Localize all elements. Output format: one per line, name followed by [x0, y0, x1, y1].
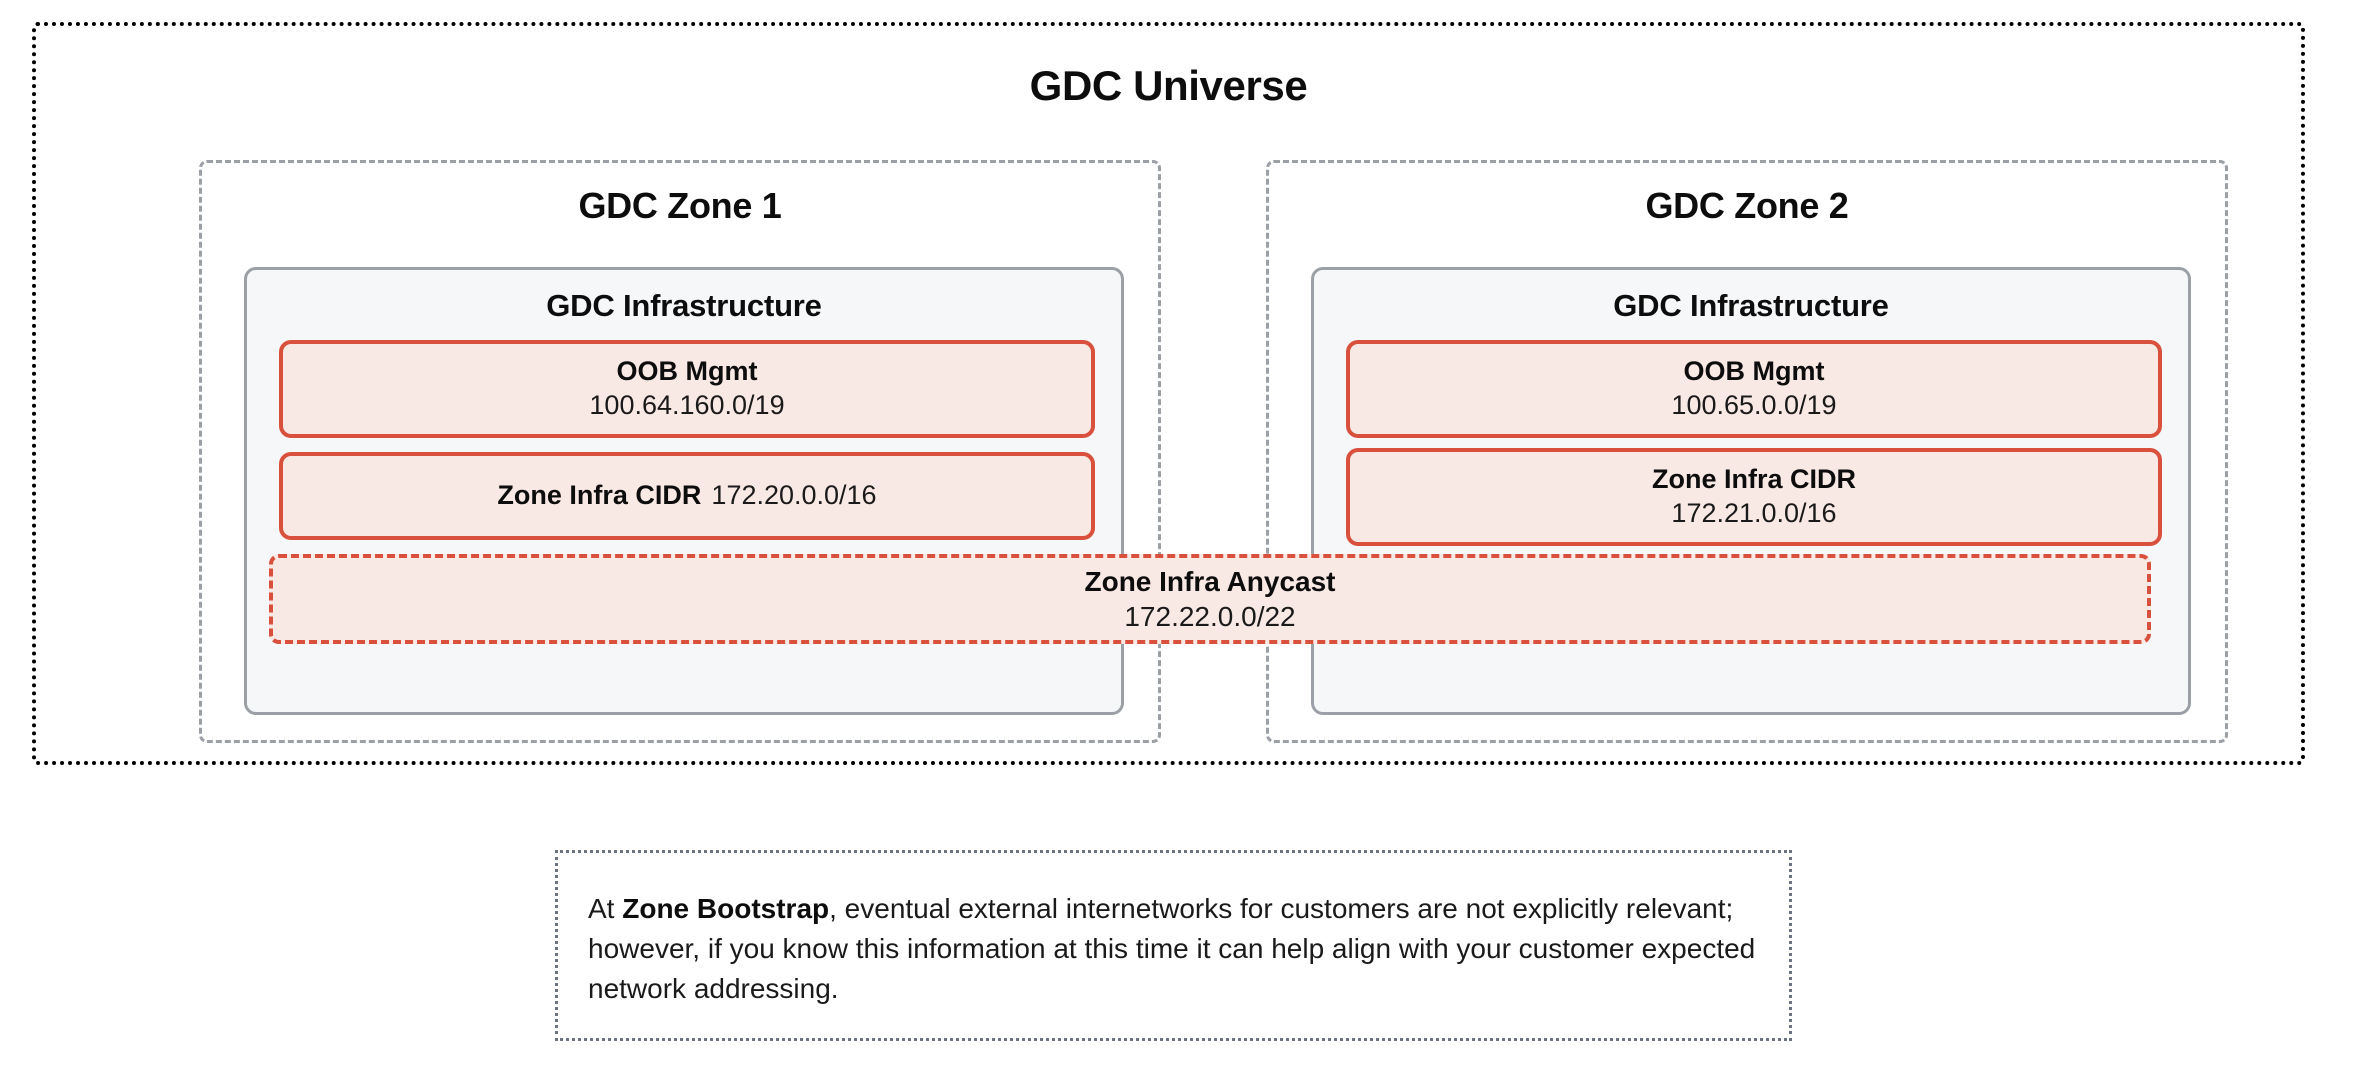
- gdc-zone-2-container: GDC Zone 2 GDC Infrastructure OOB Mgmt 1…: [1266, 160, 2228, 743]
- gdc-universe-container: GDC Universe GDC Zone 1 GDC Infrastructu…: [32, 22, 2305, 765]
- zone-2-infra-cidr-label: Zone Infra CIDR: [1651, 464, 1856, 495]
- zone-infra-anycast-block: Zone Infra Anycast 172.22.0.0/22: [269, 554, 2151, 644]
- zone-1-title: GDC Zone 1: [578, 185, 782, 226]
- zone-1-infrastructure-title: GDC Infrastructure: [546, 288, 822, 323]
- note-lead-text: At: [588, 893, 623, 924]
- zone-2-title: GDC Zone 2: [1645, 185, 1849, 226]
- zone-1-infra-cidr-block: Zone Infra CIDR 172.20.0.0/16: [279, 452, 1095, 540]
- zone-bootstrap-note: At Zone Bootstrap, eventual external int…: [555, 850, 1792, 1041]
- zone-bootstrap-note-text: At Zone Bootstrap, eventual external int…: [588, 889, 1759, 1008]
- zone-2-oob-mgmt-block: OOB Mgmt 100.65.0.0/19: [1346, 340, 2162, 438]
- zone-2-infra-cidr-value: 172.21.0.0/16: [1671, 498, 1837, 528]
- zone-infra-anycast-cidr: 172.22.0.0/22: [1124, 601, 1296, 632]
- zone-2-oob-mgmt-cidr: 100.65.0.0/19: [1671, 390, 1837, 420]
- zone-1-infra-cidr-label: Zone Infra CIDR: [497, 480, 702, 511]
- zone-1-infrastructure-panel: GDC Infrastructure OOB Mgmt 100.64.160.0…: [244, 267, 1124, 715]
- zone-2-infrastructure-title: GDC Infrastructure: [1613, 288, 1889, 323]
- universe-title: GDC Universe: [1029, 62, 1308, 109]
- zone-1-infra-cidr-value: 172.20.0.0/16: [711, 480, 877, 511]
- zone-1-oob-mgmt-label: OOB Mgmt: [616, 356, 758, 387]
- zone-infra-anycast-label: Zone Infra Anycast: [1084, 566, 1336, 597]
- zone-2-oob-mgmt-label: OOB Mgmt: [1683, 356, 1825, 387]
- note-body-text: , eventual external internetworks for cu…: [588, 893, 1756, 1004]
- gdc-zone-1-container: GDC Zone 1 GDC Infrastructure OOB Mgmt 1…: [199, 160, 1161, 743]
- zone-2-infra-cidr-block: Zone Infra CIDR 172.21.0.0/16: [1346, 448, 2162, 546]
- zone-2-infrastructure-panel: GDC Infrastructure OOB Mgmt 100.65.0.0/1…: [1311, 267, 2191, 715]
- note-emphasis-text: Zone Bootstrap: [622, 893, 830, 924]
- zone-1-oob-mgmt-cidr: 100.64.160.0/19: [589, 390, 785, 420]
- zone-1-oob-mgmt-block: OOB Mgmt 100.64.160.0/19: [279, 340, 1095, 438]
